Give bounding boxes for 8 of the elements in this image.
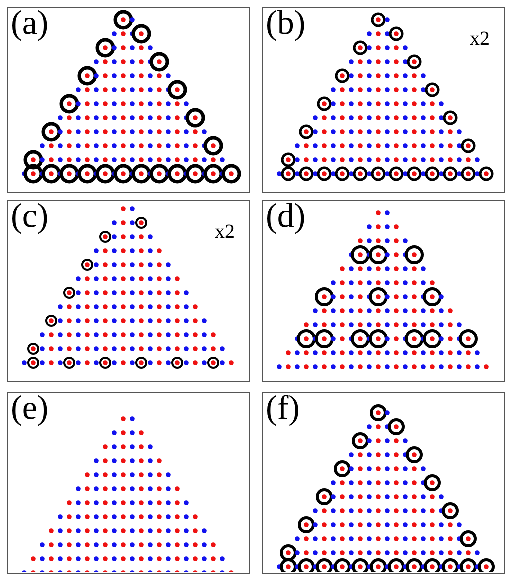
panel-label: (b)	[266, 8, 306, 44]
scale-factor-label: x2	[215, 221, 235, 243]
panel-label: (c)	[11, 201, 49, 237]
panel-label: (e)	[11, 393, 49, 429]
panel-label: (f)	[266, 393, 300, 429]
panel-label: (a)	[11, 8, 49, 44]
panel-label: (d)	[266, 201, 306, 237]
scale-factor-label: x2	[470, 28, 490, 50]
